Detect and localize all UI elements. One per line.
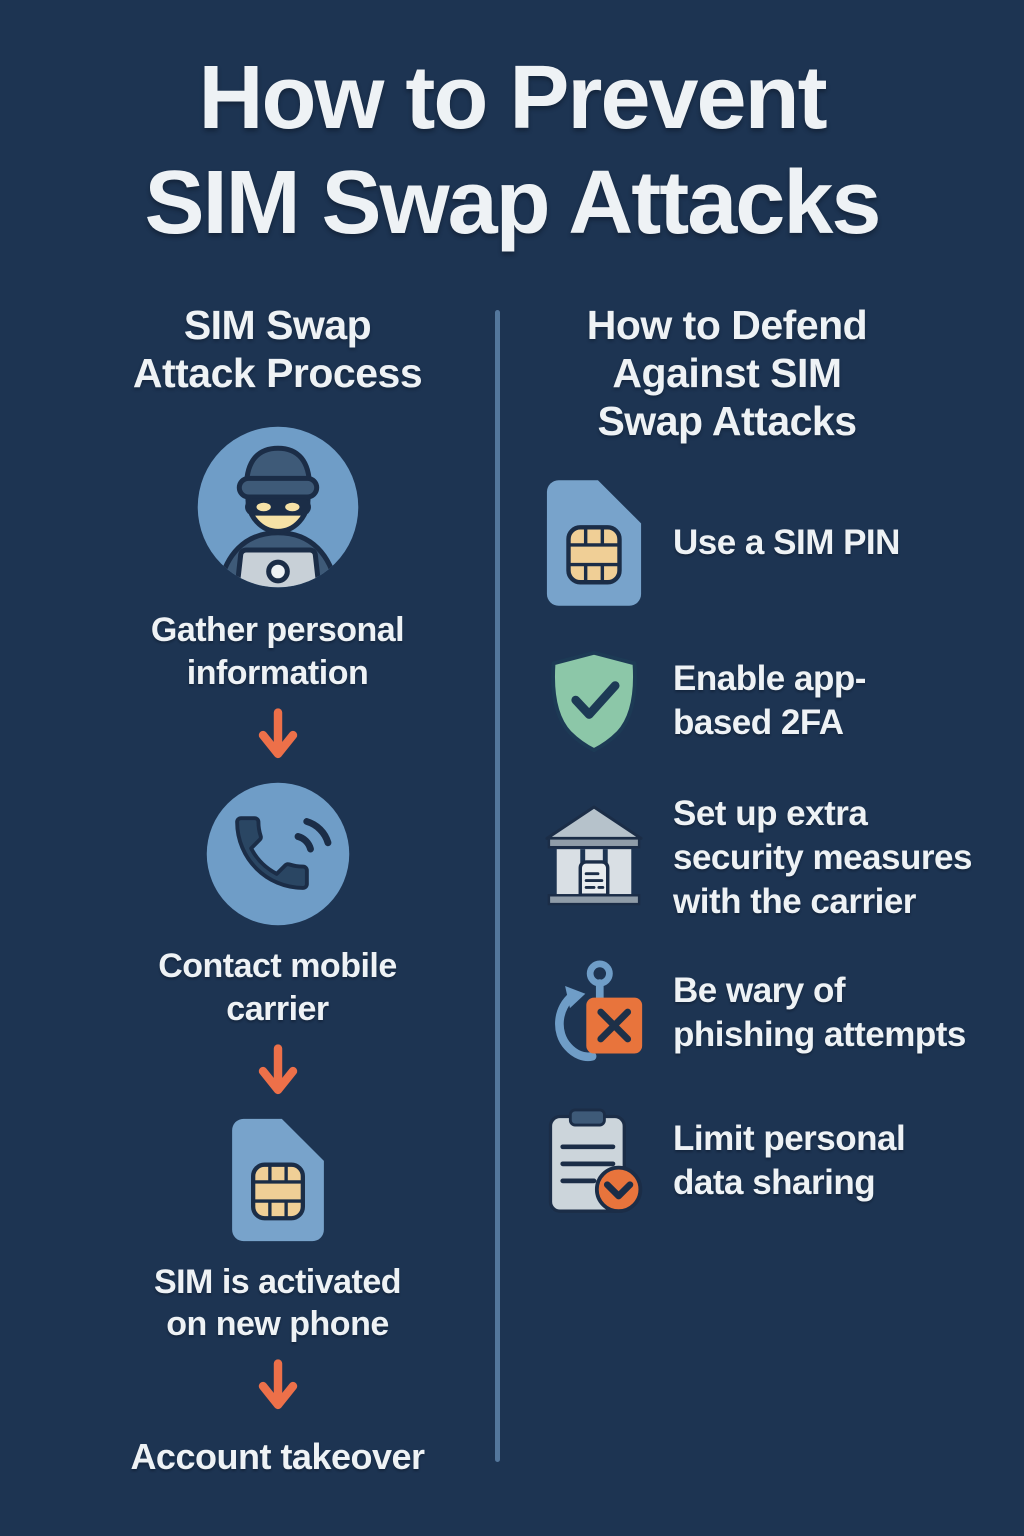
defense-item: Use a SIM PIN [541, 476, 1024, 610]
step-label: Gather personal information [150, 611, 405, 693]
step-label: Account takeover [130, 1436, 425, 1478]
step-label: Contact mobile carrier [158, 947, 397, 1028]
sim-card-icon [541, 476, 647, 610]
defense-label: Set up extra security measures with the … [673, 793, 972, 921]
defense-item: Limit personal data sharing [541, 1102, 1024, 1220]
defense-label: Limit personal data sharing [673, 1118, 906, 1202]
down-arrow-icon [254, 1358, 302, 1418]
sim-card-icon [226, 1115, 330, 1245]
content-columns: SIM Swap Attack Process [0, 301, 1024, 1480]
defense-label: Use a SIM PIN [673, 522, 900, 562]
defense-label: Enable app- based 2FA [673, 658, 866, 742]
column-divider [495, 310, 500, 1462]
step-label: SIM is activated on new phone [153, 1262, 402, 1344]
defense-column: How to Defend Against SIM Swap Attacks U [497, 301, 1024, 1480]
defense-item: Set up extra security measures with the … [541, 792, 1024, 924]
defense-label: Be wary of phishing attempts [673, 970, 966, 1054]
attack-process-column: SIM Swap Attack Process [0, 301, 497, 1480]
defense-item: Be wary of phishing attempts [541, 958, 1024, 1068]
document-check-icon [541, 1102, 647, 1220]
defense-heading: How to Defend Against SIM Swap Attacks [586, 301, 868, 445]
phone-call-icon [203, 779, 353, 929]
defense-item: Enable app- based 2FA [541, 644, 1024, 758]
hacker-avatar-icon [192, 421, 364, 593]
down-arrow-icon [254, 1043, 302, 1103]
phishing-hook-icon [541, 958, 647, 1068]
shield-check-icon [541, 644, 647, 758]
down-arrow-icon [254, 707, 302, 767]
bank-building-icon [541, 801, 647, 915]
attack-process-heading: SIM Swap Attack Process [132, 301, 423, 396]
poster-title: How to Prevent SIM Swap Attacks [144, 48, 882, 254]
